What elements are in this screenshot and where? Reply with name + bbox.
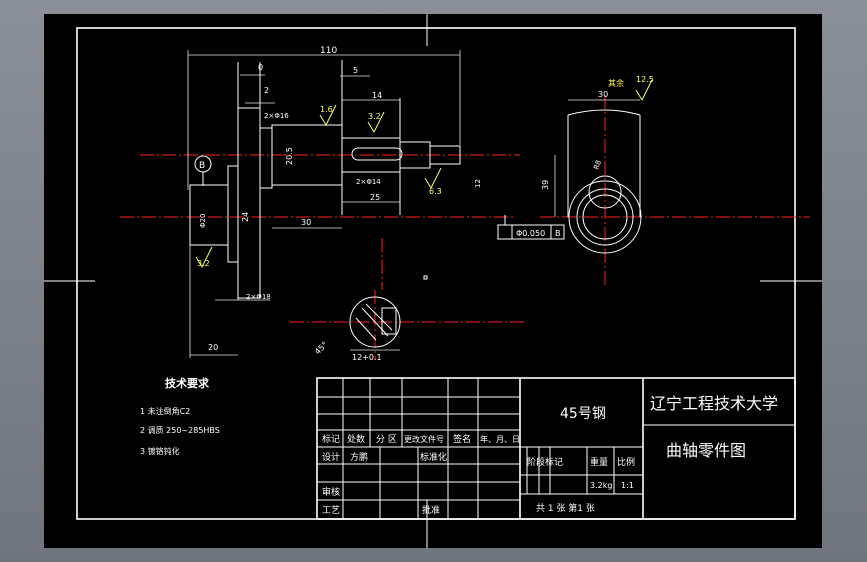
header-design: 设计: [322, 451, 340, 463]
sheet-count: 共 1 张 第1 张: [536, 502, 595, 514]
header-approve: 批准: [422, 504, 440, 516]
part-name: 曲轴零件图: [666, 441, 746, 460]
keyway-section: [349, 296, 401, 348]
header-zone: 分 区: [376, 434, 397, 445]
dim-shaft-diameter: Φ20: [199, 214, 207, 228]
shaft-main-view: [189, 60, 461, 300]
dim-2: 2: [264, 86, 269, 95]
datum-b-label: B: [199, 161, 205, 171]
roughness-rest-value: 12.5: [636, 75, 654, 84]
drawing-sheet: [44, 14, 822, 548]
header-date: 年、月、日: [480, 434, 520, 444]
header-process: 工艺: [322, 505, 340, 516]
tolerance-frame: [497, 215, 565, 240]
roughness-rest-label: 其余: [608, 78, 624, 88]
dim-30-top: 30: [598, 90, 608, 99]
dim-39: 39: [541, 180, 550, 190]
roughness-1-6: 1.6: [320, 105, 333, 114]
header-count: 处数: [347, 433, 365, 445]
material-label: 45号钢: [560, 406, 606, 422]
dim-12: 12: [474, 179, 482, 188]
chamfer-2x18: 2×Φ18: [246, 293, 271, 301]
tech-requirements-heading: 技术要求: [165, 376, 210, 390]
roughness-symbols: [195, 79, 653, 269]
school-name: 辽宁工程技术大学: [650, 394, 778, 413]
roughness-3-2: 3.2: [368, 112, 381, 121]
dim-20: 20: [208, 343, 218, 352]
dim-25: 25: [370, 193, 380, 202]
tech-requirement-1: 1 未注倒角C2: [140, 406, 190, 416]
dim-14: 14: [372, 91, 382, 100]
stage-label: 阶段标记: [527, 456, 563, 468]
header-standard: 标准化: [420, 451, 447, 463]
tech-requirement-2: 2 调质 250~285HBS: [140, 425, 220, 435]
dim-24: 24: [241, 212, 250, 222]
small-marker: [423, 275, 428, 280]
dim-keyway: 12+0.1: [352, 353, 382, 362]
tolerance-datum: B: [555, 229, 561, 238]
weight-value: 3.2kg: [590, 481, 612, 490]
header-mark: 标记: [322, 433, 340, 445]
chamfer-2x14: 2×Φ14: [356, 178, 381, 186]
dim-r8: R8: [592, 159, 603, 171]
header-sign: 签名: [453, 433, 471, 445]
tolerance-value: Φ0.050: [516, 229, 545, 238]
designer-name: 方鹏: [350, 451, 368, 463]
dim-0: 0: [258, 63, 263, 72]
tech-requirement-3: 3 镀铬钝化: [140, 446, 180, 456]
top-dimension-lines: [187, 50, 461, 358]
scale-label: 比例: [617, 456, 635, 468]
header-docno: 更改文件号: [404, 434, 444, 444]
dim-5: 5: [353, 66, 358, 75]
title-block-grid: [316, 377, 796, 520]
header-review: 审核: [322, 486, 340, 498]
dim-overall-length: 110: [320, 46, 337, 56]
scale-value: 1:1: [621, 481, 634, 490]
weight-label: 重量: [590, 456, 608, 468]
roughness-3-2-b: 3.2: [197, 259, 210, 268]
dim-30-bottom: 30: [301, 218, 311, 227]
chamfer-2x16: 2×Φ16: [264, 112, 289, 120]
roughness-6-3: 6.3: [429, 187, 442, 196]
dim-20-5: 20.5: [285, 147, 294, 165]
side-view: [554, 99, 642, 254]
